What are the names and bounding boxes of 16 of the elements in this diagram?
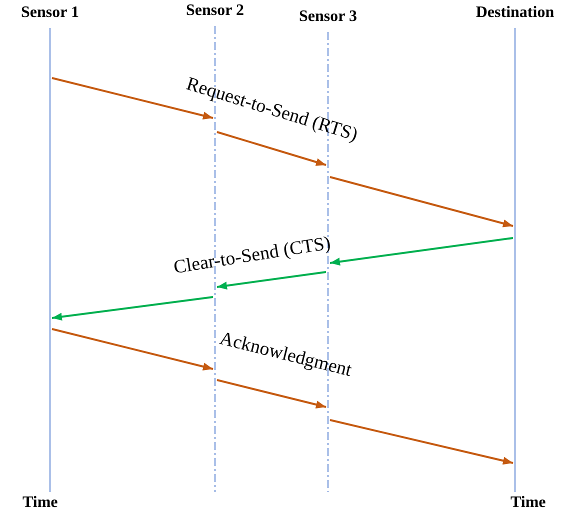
participant-label: Sensor 3 bbox=[298, 8, 358, 26]
participant-label: Sensor 2 bbox=[185, 2, 245, 20]
message-label: Clear-to-Send (CTS) bbox=[172, 232, 332, 280]
message-arrow bbox=[330, 419, 514, 465]
message-arrow bbox=[216, 379, 326, 408]
axis-label: Time bbox=[510, 494, 546, 512]
message-arrow bbox=[216, 271, 326, 290]
message-arrow bbox=[216, 131, 326, 166]
message-arrow bbox=[52, 77, 214, 120]
message-arrow bbox=[52, 328, 214, 370]
message-arrow bbox=[330, 176, 514, 228]
participant-label: Sensor 1 bbox=[20, 4, 80, 22]
message-arrow bbox=[330, 237, 514, 266]
message-arrow bbox=[52, 296, 214, 321]
axis-label: Time bbox=[22, 494, 58, 512]
participant-label: Destination bbox=[474, 4, 556, 22]
